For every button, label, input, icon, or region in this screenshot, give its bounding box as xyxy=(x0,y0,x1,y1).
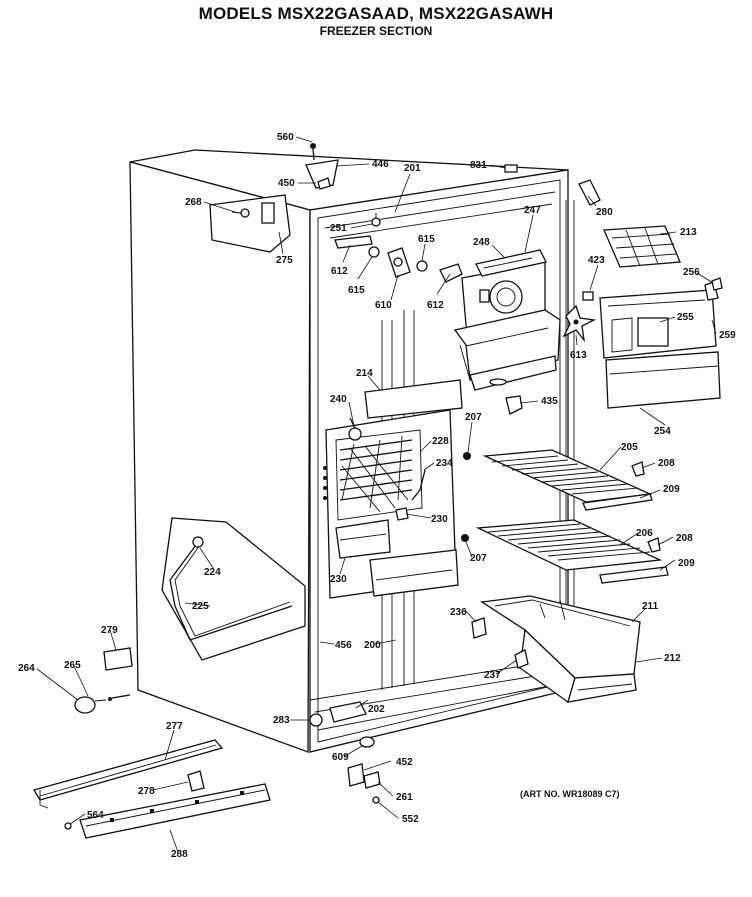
part-label: 609 xyxy=(332,752,349,763)
part-label: 256 xyxy=(683,267,700,278)
screw-564 xyxy=(64,822,72,830)
clip-208-lower xyxy=(647,537,661,553)
part-label: 224 xyxy=(204,567,221,578)
part-label: 261 xyxy=(396,792,413,803)
fan-613 xyxy=(562,304,597,343)
part-label: 423 xyxy=(588,255,605,266)
part-label: 247 xyxy=(524,205,541,216)
part-609 xyxy=(359,736,375,748)
ice-dispenser-259 xyxy=(599,281,721,409)
side-bracket-275 xyxy=(209,194,291,253)
part-label: 446 xyxy=(372,159,389,170)
part-label: 268 xyxy=(185,197,202,208)
part-number-labels: 560 446 450 201 831 268 280 213 247 251 … xyxy=(18,132,736,860)
shelf-206 xyxy=(461,519,669,584)
part-label: 283 xyxy=(273,715,290,726)
part-283 xyxy=(309,713,323,727)
part-261 xyxy=(363,771,381,789)
part-label: 278 xyxy=(138,786,155,797)
screw-552 xyxy=(372,796,380,804)
basket-211 xyxy=(480,595,641,704)
diagram-subtitle: FREEZER SECTION xyxy=(319,24,433,38)
plug-831 xyxy=(504,164,518,173)
part-237 xyxy=(514,649,529,669)
part-236 xyxy=(471,617,487,639)
part-label: 277 xyxy=(166,721,183,732)
part-label: 280 xyxy=(596,207,613,218)
part-label: 202 xyxy=(368,704,385,715)
part-278 xyxy=(187,770,205,792)
part-label: 612 xyxy=(331,266,348,277)
part-label: 237 xyxy=(484,670,501,681)
part-label: 456 xyxy=(335,640,352,651)
leader-lines xyxy=(36,136,717,853)
part-label: 234 xyxy=(436,458,453,469)
part-label: 248 xyxy=(473,237,490,248)
part-label: 225 xyxy=(192,601,209,612)
part-label: 254 xyxy=(654,426,671,437)
part-label: 206 xyxy=(636,528,653,539)
evaporator-coil-228 xyxy=(323,379,463,599)
part-label: 251 xyxy=(330,223,347,234)
part-label: 552 xyxy=(402,814,419,825)
clip-208-upper xyxy=(631,461,645,477)
part-label: 230 xyxy=(330,574,347,585)
part-label: 214 xyxy=(356,368,373,379)
part-label: 209 xyxy=(678,558,695,569)
part-label: 564 xyxy=(87,810,104,821)
part-label: 240 xyxy=(330,394,347,405)
part-452 xyxy=(347,763,365,787)
part-label: 279 xyxy=(101,625,118,636)
part-label: 259 xyxy=(719,330,736,341)
light-assembly xyxy=(305,143,339,190)
part-label: 452 xyxy=(396,757,413,768)
part-label: 255 xyxy=(677,312,694,323)
part-label: 230 xyxy=(431,514,448,525)
part-280 xyxy=(578,179,601,206)
part-423 xyxy=(582,291,594,301)
part-label: 831 xyxy=(470,160,487,171)
part-label: 228 xyxy=(432,436,449,447)
part-label: 236 xyxy=(450,607,467,618)
part-label: 275 xyxy=(276,255,293,266)
rail-288 xyxy=(79,783,271,839)
bracket-279 xyxy=(103,647,133,671)
evaporator-fan-bracket-247 xyxy=(453,249,561,391)
part-label: 211 xyxy=(642,601,659,612)
part-label: 209 xyxy=(663,484,680,495)
part-label: 610 xyxy=(375,300,392,311)
part-label: 208 xyxy=(676,533,693,544)
part-label: 613 xyxy=(570,350,587,361)
part-label: 201 xyxy=(404,163,421,174)
thermostat-610 xyxy=(334,213,463,283)
part-label: 208 xyxy=(658,458,675,469)
part-label: 615 xyxy=(418,234,435,245)
part-435 xyxy=(505,395,523,415)
roller-264 xyxy=(74,694,131,714)
part-label: 264 xyxy=(18,663,35,674)
part-label: 612 xyxy=(427,300,444,311)
rail-277 xyxy=(33,739,224,809)
ice-tray-213 xyxy=(603,225,681,268)
diagram-title: MODELS MSX22GASAAD, MSX22GASAWH xyxy=(198,4,554,23)
part-label: 450 xyxy=(278,178,295,189)
part-label: 212 xyxy=(664,653,681,664)
part-label: 207 xyxy=(470,553,487,564)
part-label: 615 xyxy=(348,285,365,296)
part-label: 213 xyxy=(680,227,697,238)
part-256 xyxy=(711,277,723,291)
part-label: 207 xyxy=(465,412,482,423)
part-label: 200 xyxy=(364,640,381,651)
part-label: 435 xyxy=(541,396,558,407)
door-panel-225 xyxy=(161,517,306,661)
part-label: 265 xyxy=(64,660,81,671)
part-label: 288 xyxy=(171,849,188,860)
part-label: 205 xyxy=(621,442,638,453)
art-number: (ART NO. WR18089 C7) xyxy=(520,789,620,799)
part-label: 560 xyxy=(277,132,294,143)
